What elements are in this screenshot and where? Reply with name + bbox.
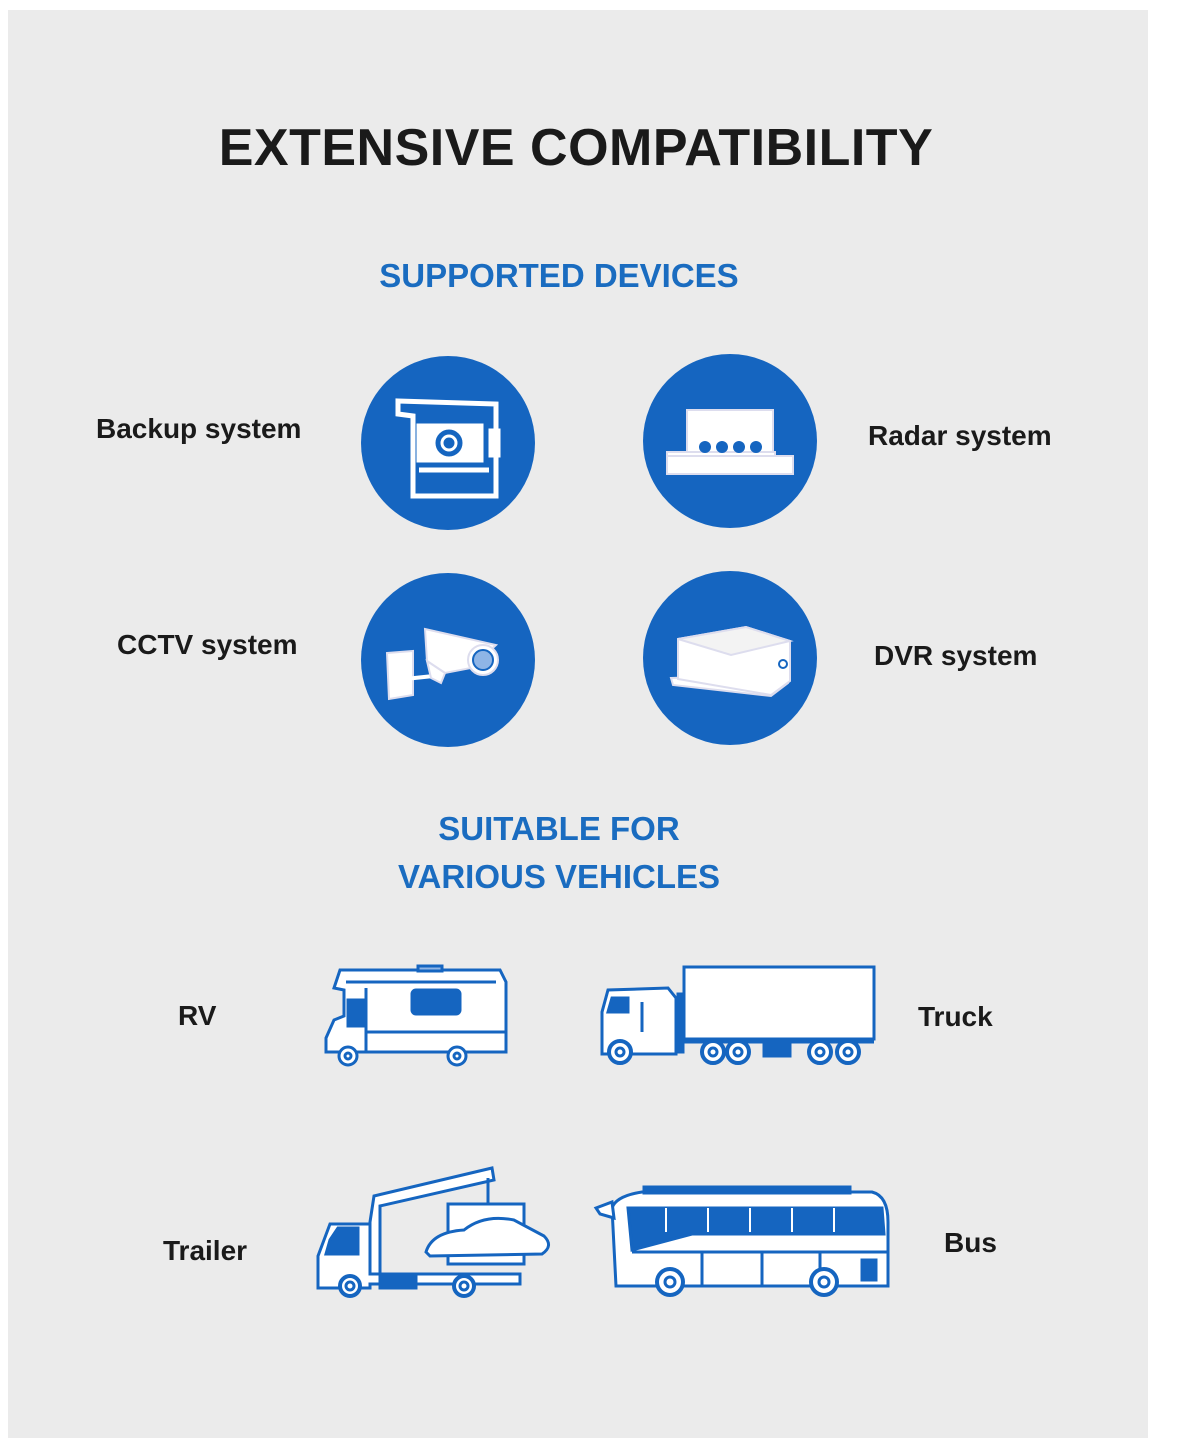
device-label-dvr: DVR system (874, 640, 1038, 671)
radar-box-icon (643, 354, 817, 528)
device-label-backup: Backup system (96, 413, 302, 444)
vehicle-label-rv: RV (178, 1000, 217, 1031)
tow-truck-icon (316, 1166, 550, 1298)
cctv-camera-icon (361, 573, 535, 747)
vehicle-label-bus: Bus (944, 1227, 997, 1258)
vehicle-label-trailer: Trailer (163, 1235, 248, 1266)
backup-camera-icon (361, 356, 535, 530)
truck-icon (600, 965, 876, 1065)
vehicles-heading-line1: SUITABLE FOR (438, 810, 680, 847)
device-label-cctv: CCTV system (117, 629, 298, 660)
device-label-radar: Radar system (868, 420, 1052, 451)
page-title: EXTENSIVE COMPATIBILITY (218, 119, 934, 177)
bus-icon (593, 1185, 890, 1297)
vehicles-heading-line2: VARIOUS VEHICLES (397, 858, 721, 895)
rv-icon (324, 964, 508, 1067)
dvr-box-icon (643, 571, 817, 745)
infographic-panel (8, 10, 1148, 1438)
supported-devices-heading: SUPPORTED DEVICES (379, 257, 739, 294)
vehicle-label-truck: Truck (918, 1001, 993, 1032)
